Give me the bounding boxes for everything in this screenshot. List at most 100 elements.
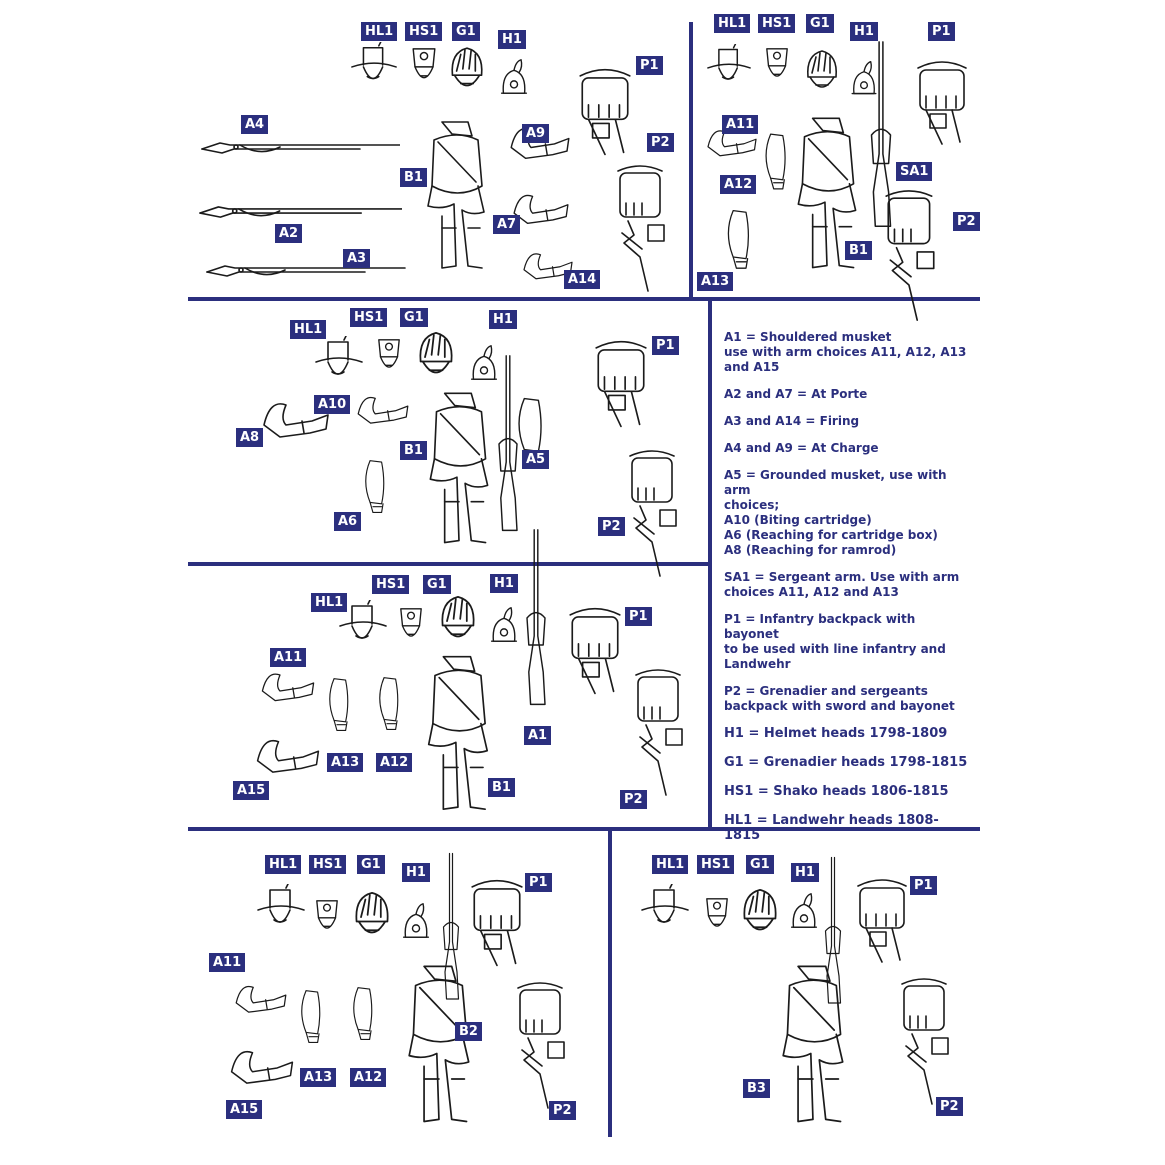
divider-horizontal-3 [188, 827, 980, 831]
label-p1-p5: P1 [525, 873, 552, 892]
panel4-arm-a12 [378, 676, 399, 731]
panel1-backpack-p2 [617, 165, 665, 292]
panel1-body-b1 [427, 121, 485, 269]
label-g1-p2: G1 [806, 14, 834, 33]
panel5-head-h1 [402, 903, 430, 938]
panel1-musket-a3 [206, 265, 406, 277]
panel5-head-hl1 [257, 884, 305, 923]
panel1-musket-a2 [199, 205, 402, 219]
label-a1: A1 [524, 726, 552, 745]
panel5-head-hs1 [315, 900, 339, 929]
label-g1-p5: G1 [357, 855, 385, 874]
label-a15-p5: A15 [226, 1100, 263, 1119]
label-a11-p4: A11 [270, 648, 307, 667]
panel4-arm-a11 [261, 673, 315, 702]
label-p2-p2: P2 [953, 212, 980, 231]
label-b1-p3: B1 [400, 441, 427, 460]
label-hl1-p3: HL1 [290, 320, 327, 339]
panel5-arm-a15 [230, 1050, 294, 1085]
label-a13-p5: A13 [300, 1068, 337, 1087]
label-a11-p5: A11 [209, 953, 246, 972]
panel3-backpack-p2 [629, 450, 677, 577]
label-hs1-p2: HS1 [758, 14, 796, 33]
label-h1-p4: H1 [490, 574, 518, 593]
label-p2-p5: P2 [549, 1101, 576, 1120]
panel1-backpack-p1 [579, 68, 631, 156]
panel1-head-h1 [500, 59, 528, 94]
panel2-arm-a12 [765, 133, 786, 190]
legend-item-a3-a14: A3 and A14 = Firing [724, 414, 860, 428]
label-hl1-p2: HL1 [714, 14, 751, 33]
panel2-sergeant-arm-sa1 [870, 40, 892, 228]
label-a12-p4: A12 [376, 753, 413, 772]
label-p1-p4: P1 [625, 607, 652, 626]
label-p1: P1 [636, 56, 663, 75]
label-p1-p6: P1 [910, 876, 937, 895]
label-a3: A3 [343, 249, 371, 268]
label-p2-p4: P2 [620, 790, 647, 809]
panel2-arm-a13 [727, 209, 750, 270]
panel5-head-g1 [355, 892, 389, 934]
legend-item-a1: A1 = Shouldered musket use with arm choi… [724, 330, 967, 374]
label-hs1-p6: HS1 [697, 855, 735, 874]
panel2-head-hl1 [707, 44, 751, 80]
panel1-head-g1 [451, 47, 483, 87]
label-p2-p6: P2 [936, 1097, 963, 1116]
divider-vertical-legend [708, 301, 712, 829]
label-b1-p4: B1 [488, 778, 515, 797]
divider-vertical-top [689, 22, 693, 298]
label-h1-p2: H1 [850, 22, 878, 41]
panel6-head-g1 [743, 888, 777, 931]
panel4-arm-a13 [328, 677, 349, 732]
divider-horizontal-1 [188, 297, 980, 301]
panel4-head-h1 [490, 607, 518, 642]
label-a2: A2 [275, 224, 303, 243]
label-a7: A7 [493, 215, 521, 234]
legend-item-p2: P2 = Grenadier and sergeants backpack wi… [724, 684, 955, 713]
label-g1-p3: G1 [400, 308, 428, 327]
label-p1-p3: P1 [652, 336, 679, 355]
label-hs1-p5: HS1 [309, 855, 347, 874]
panel4-backpack-p2 [635, 669, 683, 796]
label-b1-p2: B1 [845, 241, 872, 260]
panel3-head-hl1 [315, 336, 363, 375]
label-a14: A14 [564, 270, 601, 289]
label-a9: A9 [522, 124, 550, 143]
panel3-head-g1 [419, 332, 453, 374]
panel6-head-h1 [790, 893, 818, 928]
label-g1: G1 [452, 22, 480, 41]
legend-head-h1: H1 = Helmet heads 1798-1809 [724, 726, 948, 741]
label-a8: A8 [236, 428, 264, 447]
label-a13-p2: A13 [697, 272, 734, 291]
legend-item-sa1: SA1 = Sergeant arm. Use with arm choices… [724, 570, 960, 599]
legend-item-p1: P1 = Infantry backpack with bayonet to b… [724, 612, 946, 671]
label-p2-p3: P2 [598, 517, 625, 536]
panel6-head-hl1 [641, 884, 689, 923]
panel5-arm-a11 [235, 985, 287, 1013]
label-hl1-p5: HL1 [265, 855, 302, 874]
panel2-head-hs1 [766, 48, 788, 77]
legend-head-hs1: HS1 = Shako heads 1806-1815 [724, 784, 949, 799]
label-b1: B1 [400, 168, 427, 187]
label-a13-p4: A13 [327, 753, 364, 772]
label-sa1: SA1 [896, 162, 933, 181]
panel4-backpack-p1 [569, 607, 621, 695]
label-a5: A5 [522, 450, 550, 469]
label-h1-p5: H1 [402, 863, 430, 882]
label-a12-p5: A12 [350, 1068, 387, 1087]
label-hs1: HS1 [405, 22, 443, 41]
panel4-arm-a15 [256, 739, 320, 773]
panel1-head-hl1 [351, 42, 397, 80]
label-g1-p4: G1 [423, 575, 451, 594]
legend-item-a5: A5 = Grounded musket, use with arm choic… [724, 468, 947, 557]
label-b3: B3 [743, 1079, 770, 1098]
panel4-musket-a1 [526, 528, 546, 706]
panel4-head-hs1 [399, 607, 423, 637]
label-hl1-p4: HL1 [311, 593, 348, 612]
label-b2: B2 [455, 1022, 482, 1041]
divider-horizontal-2 [188, 562, 710, 566]
panel3-arm-a10 [357, 396, 409, 424]
legend-head-g1: G1 = Grenadier heads 1798-1815 [724, 755, 968, 770]
panel5-arm-a12 [352, 986, 373, 1041]
legend-item-a4-a9: A4 and A9 = At Charge [724, 441, 879, 455]
